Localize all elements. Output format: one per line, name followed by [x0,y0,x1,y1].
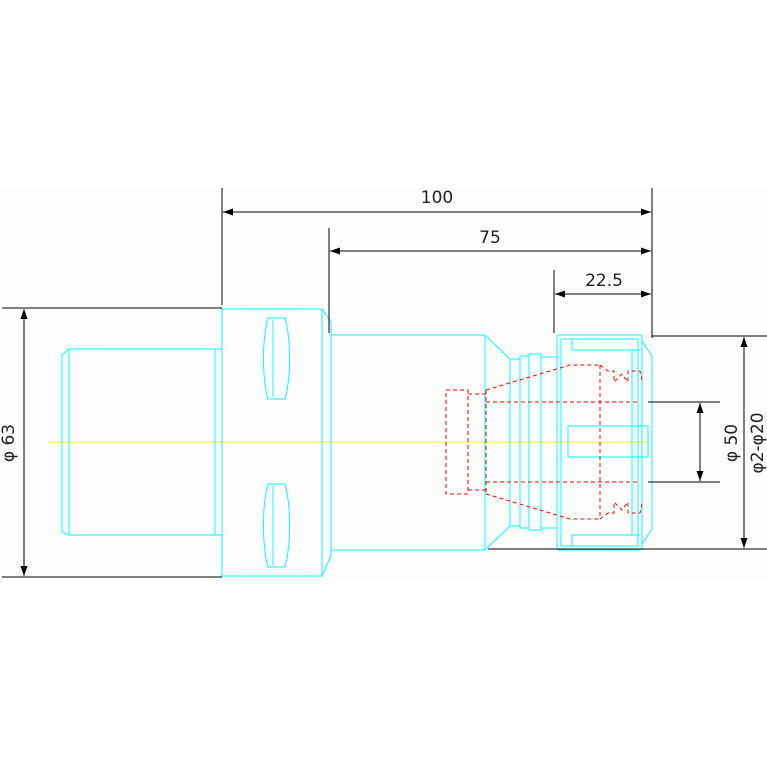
taper-shank [61,348,222,536]
drive-slot-lower [263,483,290,568]
drive-slot-upper [263,317,290,400]
collet-hidden-lines [445,364,643,520]
body-cylinder [330,334,557,551]
dim-overall-length: 100 [421,188,453,208]
clamping-nut [556,334,653,551]
collet-slit [567,425,649,458]
dim-gauge-length: 75 [479,228,501,248]
dim-flange-diameter: φ 63 [0,424,19,462]
dim-clamping-range: φ2-φ20 [748,412,767,473]
dim-nut-diameter: φ 50 [722,424,742,462]
dimension-lines [2,188,767,578]
tool-holder-outline [61,308,653,577]
dim-nut-length: 22.5 [585,271,623,291]
